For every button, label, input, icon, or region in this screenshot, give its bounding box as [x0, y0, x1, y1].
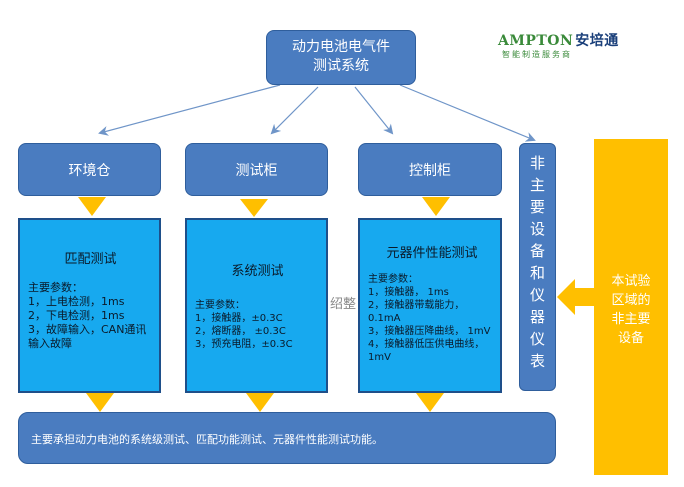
chevron-down-test	[240, 199, 268, 217]
side-char: 仪	[529, 286, 545, 304]
side-char: 设	[529, 220, 545, 238]
yellow-note-line: 设备	[617, 331, 644, 346]
panel-system-line: 主要参数：	[195, 300, 245, 311]
panel-component-line: 0.1mA	[368, 313, 401, 324]
logo-brand: AMPTON	[498, 33, 574, 49]
panel-component-line: 1mV	[368, 352, 391, 363]
top-title-line-1: 动力电池电气件	[292, 39, 390, 55]
panel-matching-line: 1，上电检测，1ms	[28, 295, 125, 308]
panel-component-line: 4，接触器低压供电曲线，	[368, 339, 485, 350]
arrow-to-test	[270, 86, 319, 135]
logo-tagline: 智能制造服务商	[502, 50, 572, 59]
chevron-down-component	[416, 393, 444, 412]
chevron-down-system	[246, 393, 274, 412]
category-control: 控制柜	[358, 143, 502, 196]
panel-matching-line: 2，下电检测，1ms	[28, 309, 125, 322]
arrow-to-side	[399, 84, 536, 142]
panel-system-line: 1，接触器，±0.3C	[195, 313, 283, 324]
panel-component-line: 2，接触器带载能力，	[368, 300, 465, 311]
side-char: 主	[529, 176, 545, 194]
panel-component-line: 3，接触器压降曲线， 1mV	[368, 326, 491, 337]
top-title-box: 动力电池电气件 测试系统	[266, 30, 416, 85]
watermark-text: 绍整	[330, 297, 357, 312]
logo-brand-cn: 安培通	[575, 33, 619, 49]
side-char: 备	[529, 242, 545, 260]
category-env: 环境仓	[18, 143, 161, 196]
chevron-down-env	[78, 197, 106, 216]
panel-system-line: 2，熔断器， ±0.3C	[195, 326, 286, 337]
chevron-down-matching	[86, 393, 114, 412]
top-title-line-2: 测试系统	[313, 58, 369, 74]
panel-component-line: 1，接触器， 1ms	[368, 287, 449, 298]
panel-matching-title: 匹配测试	[64, 252, 117, 267]
side-char: 仪	[529, 330, 545, 348]
panel-component-line: 主要参数：	[368, 274, 418, 285]
arrow-left-yellow	[557, 279, 594, 315]
side-char: 器	[529, 308, 545, 326]
arrow-to-env	[98, 84, 281, 136]
side-char: 要	[529, 198, 545, 216]
panel-component-title: 元器件性能测试	[386, 246, 478, 261]
side-box: 非 主 要 设 备 和 仪 器 仪 表	[519, 143, 556, 391]
panel-matching-line: 3，故障输入，CAN通讯	[28, 323, 147, 336]
panel-component: 元器件性能测试 主要参数： 1，接触器， 1ms 2，接触器带载能力， 0.1m…	[358, 218, 502, 393]
bottom-summary-box: 主要承担动力电池的系统级测试、匹配功能测试、元器件性能测试功能。	[18, 412, 556, 464]
panel-matching-line: 输入故障	[28, 337, 72, 350]
yellow-note-line: 本试验	[611, 274, 651, 289]
yellow-note-box: 本试验 区域的 非主要 设备	[594, 139, 668, 475]
category-test-label: 测试柜	[235, 162, 278, 179]
arrow-to-control	[354, 86, 394, 135]
panel-system-title: 系统测试	[231, 264, 284, 279]
panel-matching: 匹配测试 主要参数： 1，上电检测，1ms 2，下电检测，1ms 3，故障输入，…	[18, 218, 161, 393]
side-char: 非	[529, 154, 545, 172]
chevron-down-control	[422, 197, 450, 216]
category-env-label: 环境仓	[68, 162, 111, 179]
panel-system: 系统测试 主要参数： 1，接触器，±0.3C 2，熔断器， ±0.3C 3，预充…	[185, 218, 328, 393]
side-char: 表	[529, 352, 545, 370]
yellow-note-line: 非主要	[611, 312, 651, 327]
bottom-summary-text: 主要承担动力电池的系统级测试、匹配功能测试、元器件性能测试功能。	[31, 433, 383, 446]
yellow-note-line: 区域的	[611, 293, 651, 308]
panel-system-line: 3，预充电阻，±0.3C	[195, 339, 293, 350]
category-test: 测试柜	[185, 143, 328, 196]
category-control-label: 控制柜	[409, 162, 451, 179]
panel-matching-line: 主要参数：	[28, 281, 83, 294]
side-char: 和	[529, 264, 545, 282]
